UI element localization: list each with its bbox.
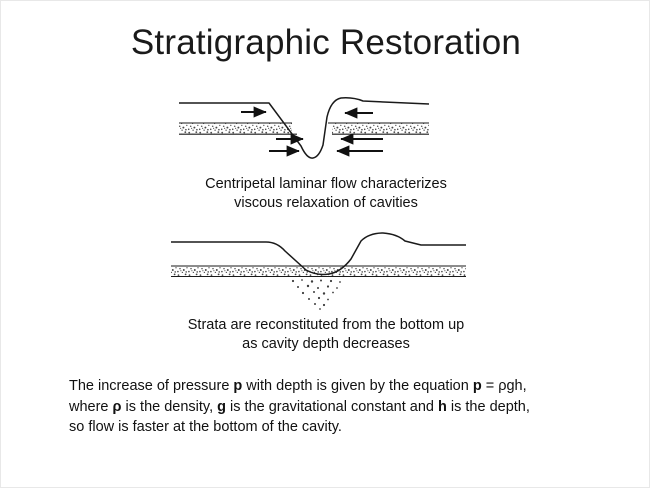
variable-h: h [438,398,447,415]
settling-grain-plume [291,279,341,310]
centripetal-laminar-flow-diagram [1,87,649,171]
variable-p: p [472,378,482,394]
text-run: gh, [506,378,527,394]
page-title: Stratigraphic Restoration [130,23,522,62]
variable-rho: ρ [498,378,507,394]
explanatory-paragraph: The increase of pressure p with depth is… [69,376,599,438]
text-run: is the depth, [446,398,530,415]
stratum-band-left [179,122,297,135]
paragraph-line-2: where ρ is the density, g is the gravita… [69,397,599,418]
surface-profile [179,97,430,159]
variable-g: g [217,398,227,415]
text-run: = [481,378,499,394]
variable-rho: ρ [112,398,122,415]
text-run: The increase of pressure [69,378,234,394]
variable-p: p [233,378,243,394]
paragraph-line-1: The increase of pressure p with depth is… [69,376,599,397]
surface-profile [171,232,466,276]
stratum-band [171,265,466,278]
caption-centripetal-flow: Centripetal laminar flow characterizes v… [1,175,649,213]
caption-line: Centripetal laminar flow characterizes [205,176,447,192]
caption-line: as cavity depth decreases [242,336,410,352]
text-run: where [69,398,113,415]
paragraph-line-3: so flow is faster at the bottom of the c… [69,419,342,435]
caption-strata-reconstitution: Strata are reconstituted from the bottom… [1,316,649,354]
text-run: is the density, [121,398,218,415]
caption-line: Strata are reconstituted from the bottom… [187,317,465,333]
caption-line: viscous relaxation of cavities [234,195,418,211]
flow-arrows-left [241,106,304,157]
strata-reconstitution-diagram [1,229,649,313]
text-run: with depth is given by the equation [242,378,473,394]
text-run: is the gravitational constant and [226,398,439,415]
flow-arrows-right [336,107,383,157]
stratum-band-right [328,122,429,135]
